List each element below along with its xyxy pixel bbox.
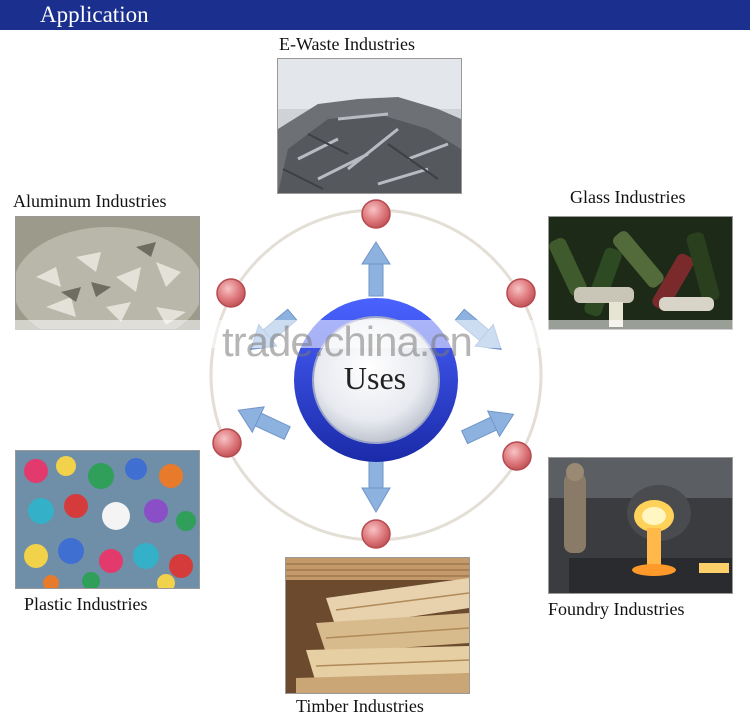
dot-lower-right (502, 441, 532, 471)
arrow-down (361, 459, 391, 513)
glass-label: Glass Industries (570, 187, 686, 207)
ewaste-photo (277, 58, 462, 194)
timber-label: Timber Industries (296, 696, 424, 716)
foundry-photo (548, 457, 733, 594)
watermark: trade.china.cn (222, 318, 473, 365)
section-title: Application (40, 2, 149, 27)
plastic-photo (15, 450, 200, 589)
center-disc (312, 316, 440, 444)
arrow-lower-right (460, 410, 515, 445)
plastic-label: Plastic Industries (24, 594, 148, 614)
dot-lower-left (212, 428, 242, 458)
dot-top (361, 199, 391, 229)
ewaste-label: E-Waste Industries (279, 34, 416, 54)
dot-upper-right (506, 278, 536, 308)
glass-photo (548, 216, 733, 330)
dot-bottom (361, 519, 391, 549)
dot-upper-left (216, 278, 246, 308)
arrow-up (361, 241, 391, 297)
center-label: Uses (343, 360, 407, 396)
aluminum-label: Aluminum Industries (13, 191, 167, 211)
timber-photo (285, 557, 470, 694)
watermark-band (0, 320, 750, 348)
foundry-label: Foundry Industries (548, 599, 685, 619)
arrow-lower-left (237, 406, 291, 441)
section-header: Application (0, 0, 750, 30)
